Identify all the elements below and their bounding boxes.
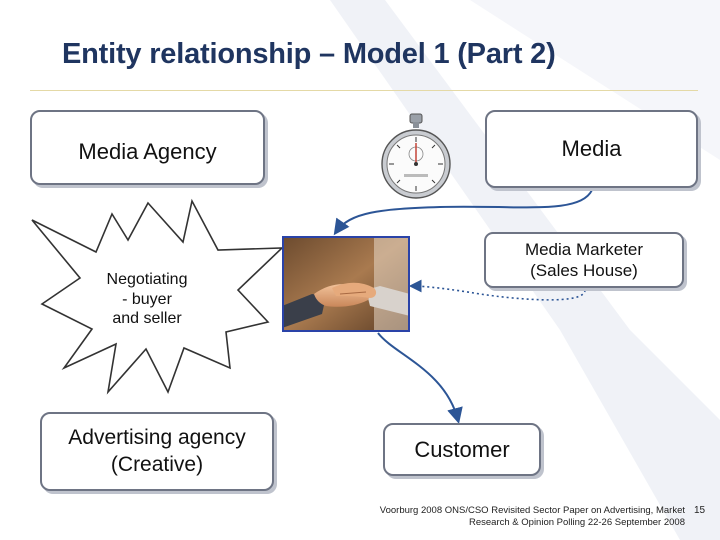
footer-citation: Voorburg 2008 ONS/CSO Revisited Sector P… — [330, 505, 685, 530]
media-agency-box: Media Agency — [30, 110, 265, 185]
title-divider — [30, 90, 698, 91]
media-label: Media — [561, 136, 622, 162]
media-agency-label: Media Agency — [78, 139, 217, 164]
customer-box: Customer — [383, 423, 541, 476]
slide-title: Entity relationship – Model 1 (Part 2) — [62, 38, 556, 70]
advertising-agency-label: Advertising agency — [68, 426, 246, 450]
customer-label: Customer — [414, 436, 510, 462]
negotiation-text: Negotiating - buyer and seller — [92, 270, 202, 329]
burst-line-3: and seller — [112, 310, 182, 328]
burst-line-1: Negotiating — [106, 271, 188, 288]
advertising-agency-box: Advertising agency (Creative) — [40, 412, 274, 491]
footer-line-2: Research & Opinion Polling 22-26 Septemb… — [469, 517, 685, 529]
handshake-photo — [282, 236, 410, 332]
media-box: Media — [485, 110, 698, 188]
burst-line-2: - buyer — [122, 290, 172, 308]
media-marketer-label: Media Marketer — [524, 239, 644, 259]
footer-line-1: Voorburg 2008 ONS/CSO Revisited Sector P… — [379, 505, 685, 516]
creative-label: (Creative) — [110, 452, 204, 476]
sales-house-label: (Sales House) — [530, 261, 638, 280]
media-marketer-box: Media Marketer (Sales House) — [484, 232, 684, 288]
page-number: 15 — [694, 505, 706, 516]
stopwatch-icon — [381, 113, 451, 199]
